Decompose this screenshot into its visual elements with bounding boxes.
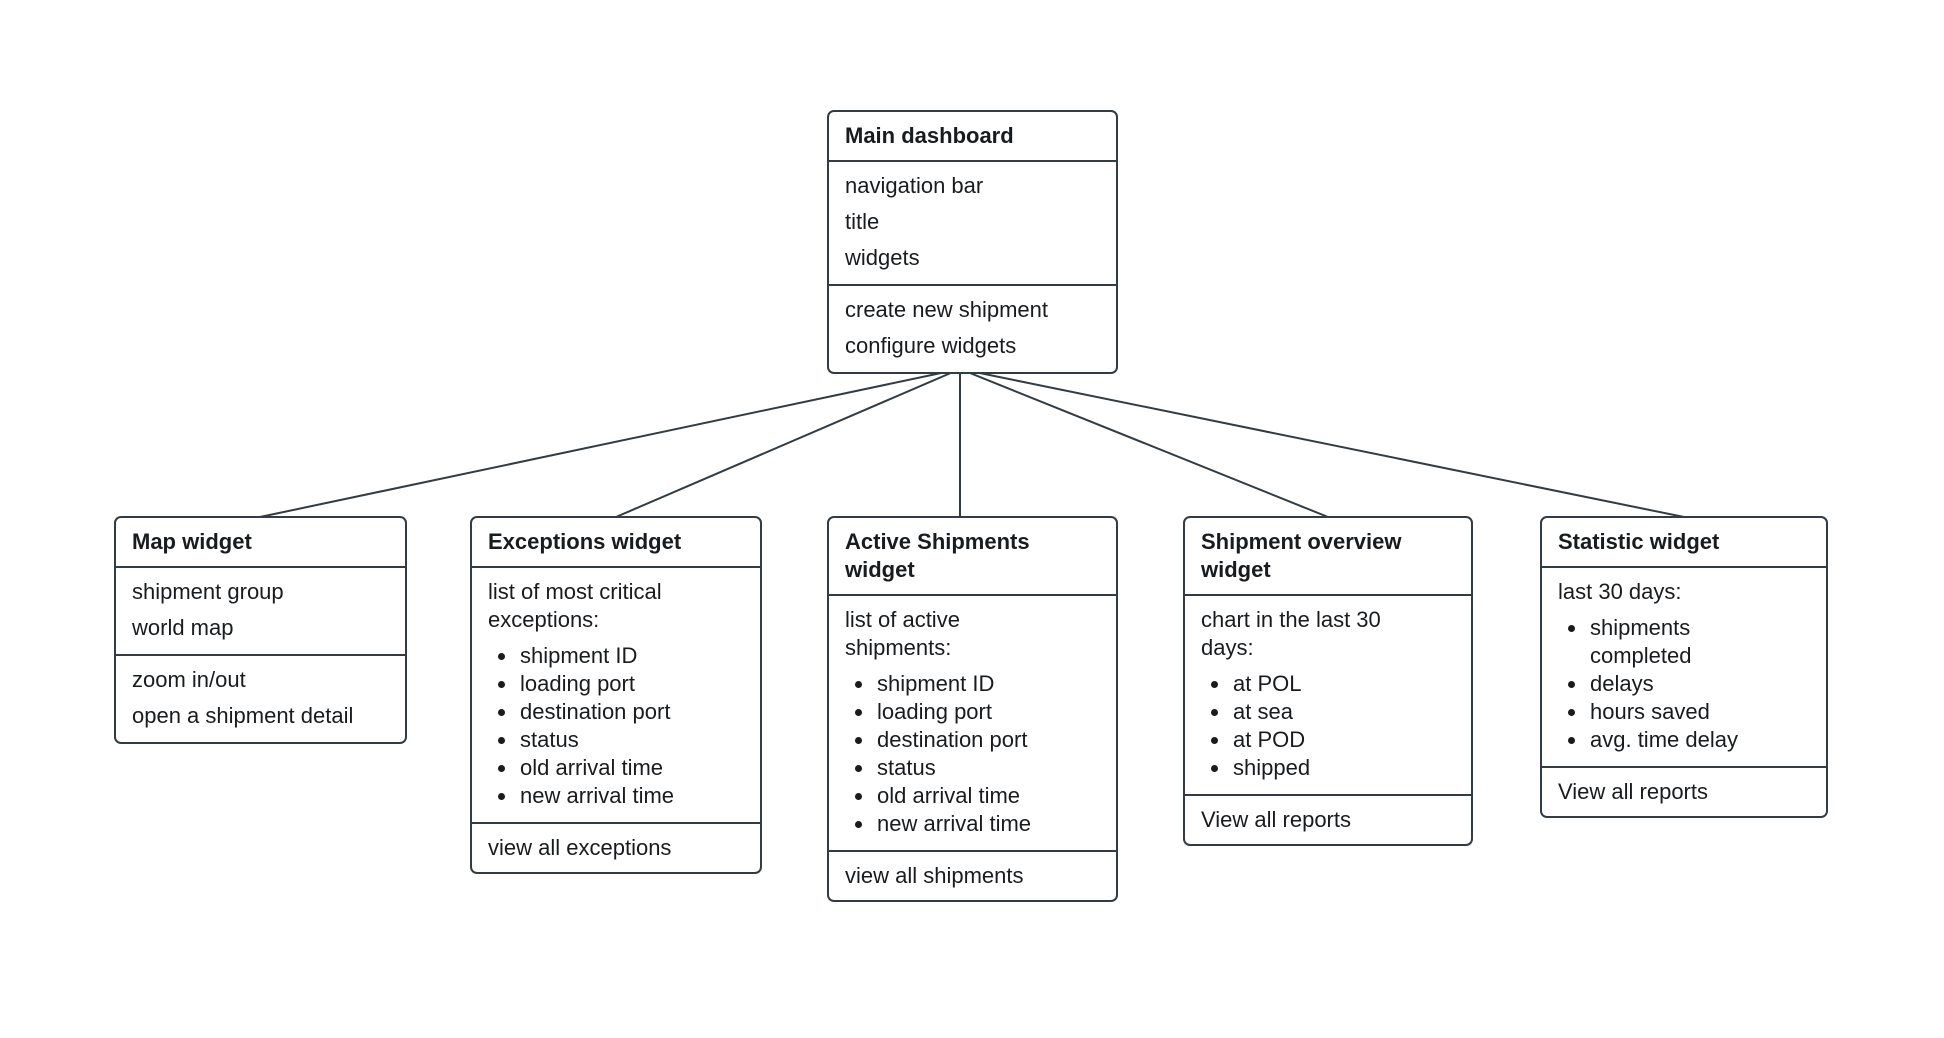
attribute-line: navigation bar [845, 173, 984, 198]
bullet-item: new arrival time [875, 810, 1100, 838]
bullet-item: loading port [518, 670, 744, 698]
node-title: Exceptions widget [472, 518, 760, 568]
actions-section: create new shipment configure widgets [829, 286, 1116, 372]
bullet-list: at POL at sea at POD shipped [1201, 670, 1455, 782]
node-statistic-widget[interactable]: Statistic widget last 30 days: shipments… [1540, 516, 1828, 818]
section-intro: list of active shipments: [845, 607, 960, 660]
section-intro: chart in the last 30 days: [1201, 607, 1381, 660]
attributes-section: navigation bar title widgets [829, 162, 1116, 286]
connector-main-to-map [259, 368, 961, 518]
node-title: Main dashboard [829, 112, 1116, 162]
bullet-item: shipments completed [1588, 614, 1705, 670]
attribute-line: world map [132, 615, 234, 640]
node-map-widget[interactable]: Map widget shipment group world map zoom… [114, 516, 407, 744]
node-exceptions-widget[interactable]: Exceptions widget list of most critical … [470, 516, 762, 874]
bullet-item: hours saved [1588, 698, 1810, 726]
body-section: list of most critical exceptions: shipme… [472, 568, 760, 824]
action-line: zoom in/out [132, 667, 246, 692]
bullet-item: avg. time delay [1588, 726, 1810, 754]
bullet-item: shipment ID [518, 642, 744, 670]
bullet-list: shipment ID loading port destination por… [488, 642, 744, 810]
bullet-item: at POD [1231, 726, 1455, 754]
body-section: list of active shipments: shipment ID lo… [829, 596, 1116, 852]
connector-main-to-exceptions [615, 368, 961, 518]
bullet-item: at sea [1231, 698, 1455, 726]
bullet-item: old arrival time [518, 754, 744, 782]
bullet-item: shipped [1231, 754, 1455, 782]
footer-action: view all exceptions [488, 835, 672, 860]
action-line: open a shipment detail [132, 703, 354, 728]
bullet-item: new arrival time [518, 782, 744, 810]
body-section: last 30 days: shipments completed delays… [1542, 568, 1826, 768]
bullet-item: delays [1588, 670, 1810, 698]
attribute-line: title [845, 209, 880, 234]
attributes-section: shipment group world map [116, 568, 405, 656]
node-title: Statistic widget [1542, 518, 1826, 568]
bullet-item: old arrival time [875, 782, 1100, 810]
section-intro: last 30 days: [1558, 579, 1682, 604]
action-line: create new shipment [845, 297, 1048, 322]
bullet-list: shipment ID loading port destination por… [845, 670, 1100, 838]
section-intro: list of most critical exceptions: [488, 579, 662, 632]
footer-action: View all reports [1201, 807, 1351, 832]
footer-action: view all shipments [845, 863, 1024, 888]
node-shipment-overview-widget[interactable]: Shipment overview widget chart in the la… [1183, 516, 1473, 846]
bullet-item: loading port [875, 698, 1100, 726]
node-active-shipments-widget[interactable]: Active Shipments widget list of active s… [827, 516, 1118, 902]
node-title: Active Shipments widget [829, 518, 1116, 596]
bullet-item: status [875, 754, 1100, 782]
node-main-dashboard[interactable]: Main dashboard navigation bar title widg… [827, 110, 1118, 374]
bullet-item: destination port [518, 698, 744, 726]
action-line: configure widgets [845, 333, 1017, 358]
bullet-item: status [518, 726, 744, 754]
bullet-item: at POL [1231, 670, 1455, 698]
bullet-item: shipment ID [875, 670, 1100, 698]
bullet-list: shipments completed delays hours saved a… [1558, 614, 1810, 754]
body-section: chart in the last 30 days: at POL at sea… [1185, 596, 1471, 796]
attribute-line: widgets [845, 245, 920, 270]
attribute-line: shipment group [132, 579, 284, 604]
node-title: Shipment overview widget [1185, 518, 1471, 596]
connector-main-to-statistic [959, 368, 1685, 518]
footer-action: View all reports [1558, 779, 1708, 804]
node-title: Map widget [116, 518, 405, 568]
bullet-item: destination port [875, 726, 1100, 754]
actions-section: zoom in/out open a shipment detail [116, 656, 405, 742]
connector-main-to-shipment-overview [959, 368, 1329, 518]
